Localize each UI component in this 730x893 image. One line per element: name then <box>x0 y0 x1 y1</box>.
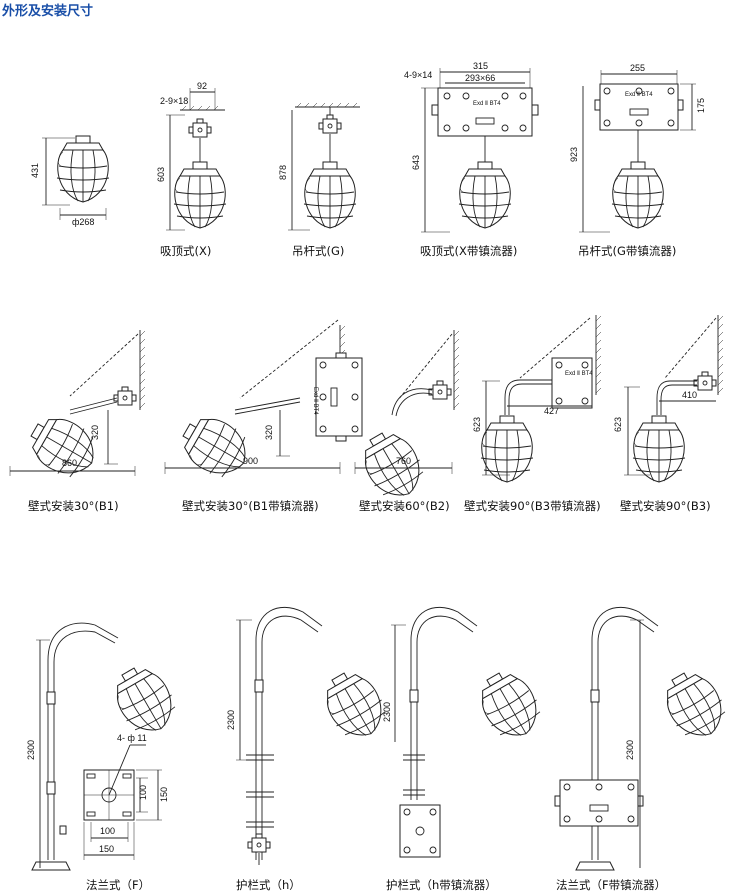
dim-100-vertical: 100 <box>138 785 148 800</box>
drawing-wall-b3-ballast <box>480 314 602 483</box>
caption-ceiling-x: 吸顶式(X) <box>160 244 212 258</box>
dim-410: 410 <box>682 390 697 400</box>
dim-2300-h: 2300 <box>226 710 236 730</box>
caption-flange-f-ballast: 法兰式（F带镇流器） <box>556 878 667 892</box>
drawing-flange-f <box>31 622 185 871</box>
dim-2x18: 2-9×18 <box>160 96 188 106</box>
drawing-guardrail-h <box>236 607 395 865</box>
dim-92: 92 <box>197 81 207 91</box>
drawing-flange-plate <box>83 744 162 860</box>
drawing-guardrail-h-ballast <box>391 607 550 858</box>
dim-150-vertical: 150 <box>159 787 169 802</box>
drawing-wall-b2 <box>352 329 460 508</box>
dim-900: 900 <box>243 456 258 466</box>
drawing-ceiling-x <box>166 88 227 231</box>
dim-255: 255 <box>630 63 645 73</box>
dim-2300-f-ballast: 2300 <box>625 740 635 760</box>
dim-2300-h-ballast: 2300 <box>382 702 392 722</box>
drawing-ceiling-x-ballast <box>421 68 539 233</box>
caption-wall-b3-ballast: 壁式安装90°(B3带镇流器) <box>464 499 601 513</box>
drawing-lamp-plain <box>42 135 110 220</box>
dim-268: ф268 <box>72 217 94 227</box>
caption-wall-b1: 壁式安装30°(B1) <box>28 499 119 513</box>
dim-175: 175 <box>696 98 706 113</box>
drawing-wall-b3 <box>624 314 724 483</box>
dim-760: 760 <box>396 456 411 466</box>
box-marking-2: Exd Ⅱ BT4 <box>625 92 653 98</box>
caption-flange-f: 法兰式（F） <box>86 878 151 892</box>
page-title: 外形及安装尺寸 <box>2 4 94 19</box>
caption-pendant-g: 吊杆式(G) <box>292 244 345 258</box>
caption-guardrail-h: 护栏式（h） <box>236 878 301 892</box>
dim-643: 643 <box>411 155 421 170</box>
dim-293x66: 293×66 <box>465 73 495 83</box>
dim-320-b1: 320 <box>90 425 100 440</box>
dim-860: 860 <box>62 458 77 468</box>
caption-wall-b2: 壁式安装60°(B2) <box>359 499 450 513</box>
dim-4x11: 4- ф 11 <box>117 733 147 743</box>
dim-320-b1-ballast: 320 <box>264 425 274 440</box>
dim-923: 923 <box>569 147 579 162</box>
dim-623-b3: 623 <box>613 417 623 432</box>
dim-603: 603 <box>156 167 166 182</box>
dim-2300-f: 2300 <box>26 740 36 760</box>
box-marking-4: Exd Ⅱ BT4 <box>565 371 593 377</box>
dim-150-horizontal: 150 <box>99 844 114 854</box>
drawing-flange-f-ballast <box>554 607 730 871</box>
dim-4x14: 4-9×14 <box>404 70 432 80</box>
dim-431: 431 <box>30 163 40 178</box>
dim-427: 427 <box>544 406 559 416</box>
caption-wall-b3: 壁式安装90°(B3) <box>620 499 711 513</box>
dim-878: 878 <box>278 165 288 180</box>
caption-pendant-g-ballast: 吊杆式(G带镇流器) <box>578 244 677 258</box>
drawing-pendant-g <box>288 102 360 231</box>
caption-guardrail-h-ballast: 护栏式（h带镇流器） <box>386 878 497 892</box>
caption-wall-b1-ballast: 壁式安装30°(B1带镇流器) <box>182 499 319 513</box>
drawing-wall-b1 <box>9 329 146 487</box>
drawing-wall-b1-ballast <box>164 319 363 487</box>
caption-ceiling-x-ballast: 吸顶式(X带镇流器) <box>420 244 518 258</box>
dim-100-horizontal: 100 <box>100 826 115 836</box>
dim-315: 315 <box>473 61 488 71</box>
box-marking-3: Exd Ⅱ BT4 <box>312 387 318 415</box>
box-marking-1: Exd Ⅱ BT4 <box>473 101 501 107</box>
drawing-pendant-g-ballast <box>579 70 696 233</box>
dim-623-b3-ballast: 623 <box>472 417 482 432</box>
